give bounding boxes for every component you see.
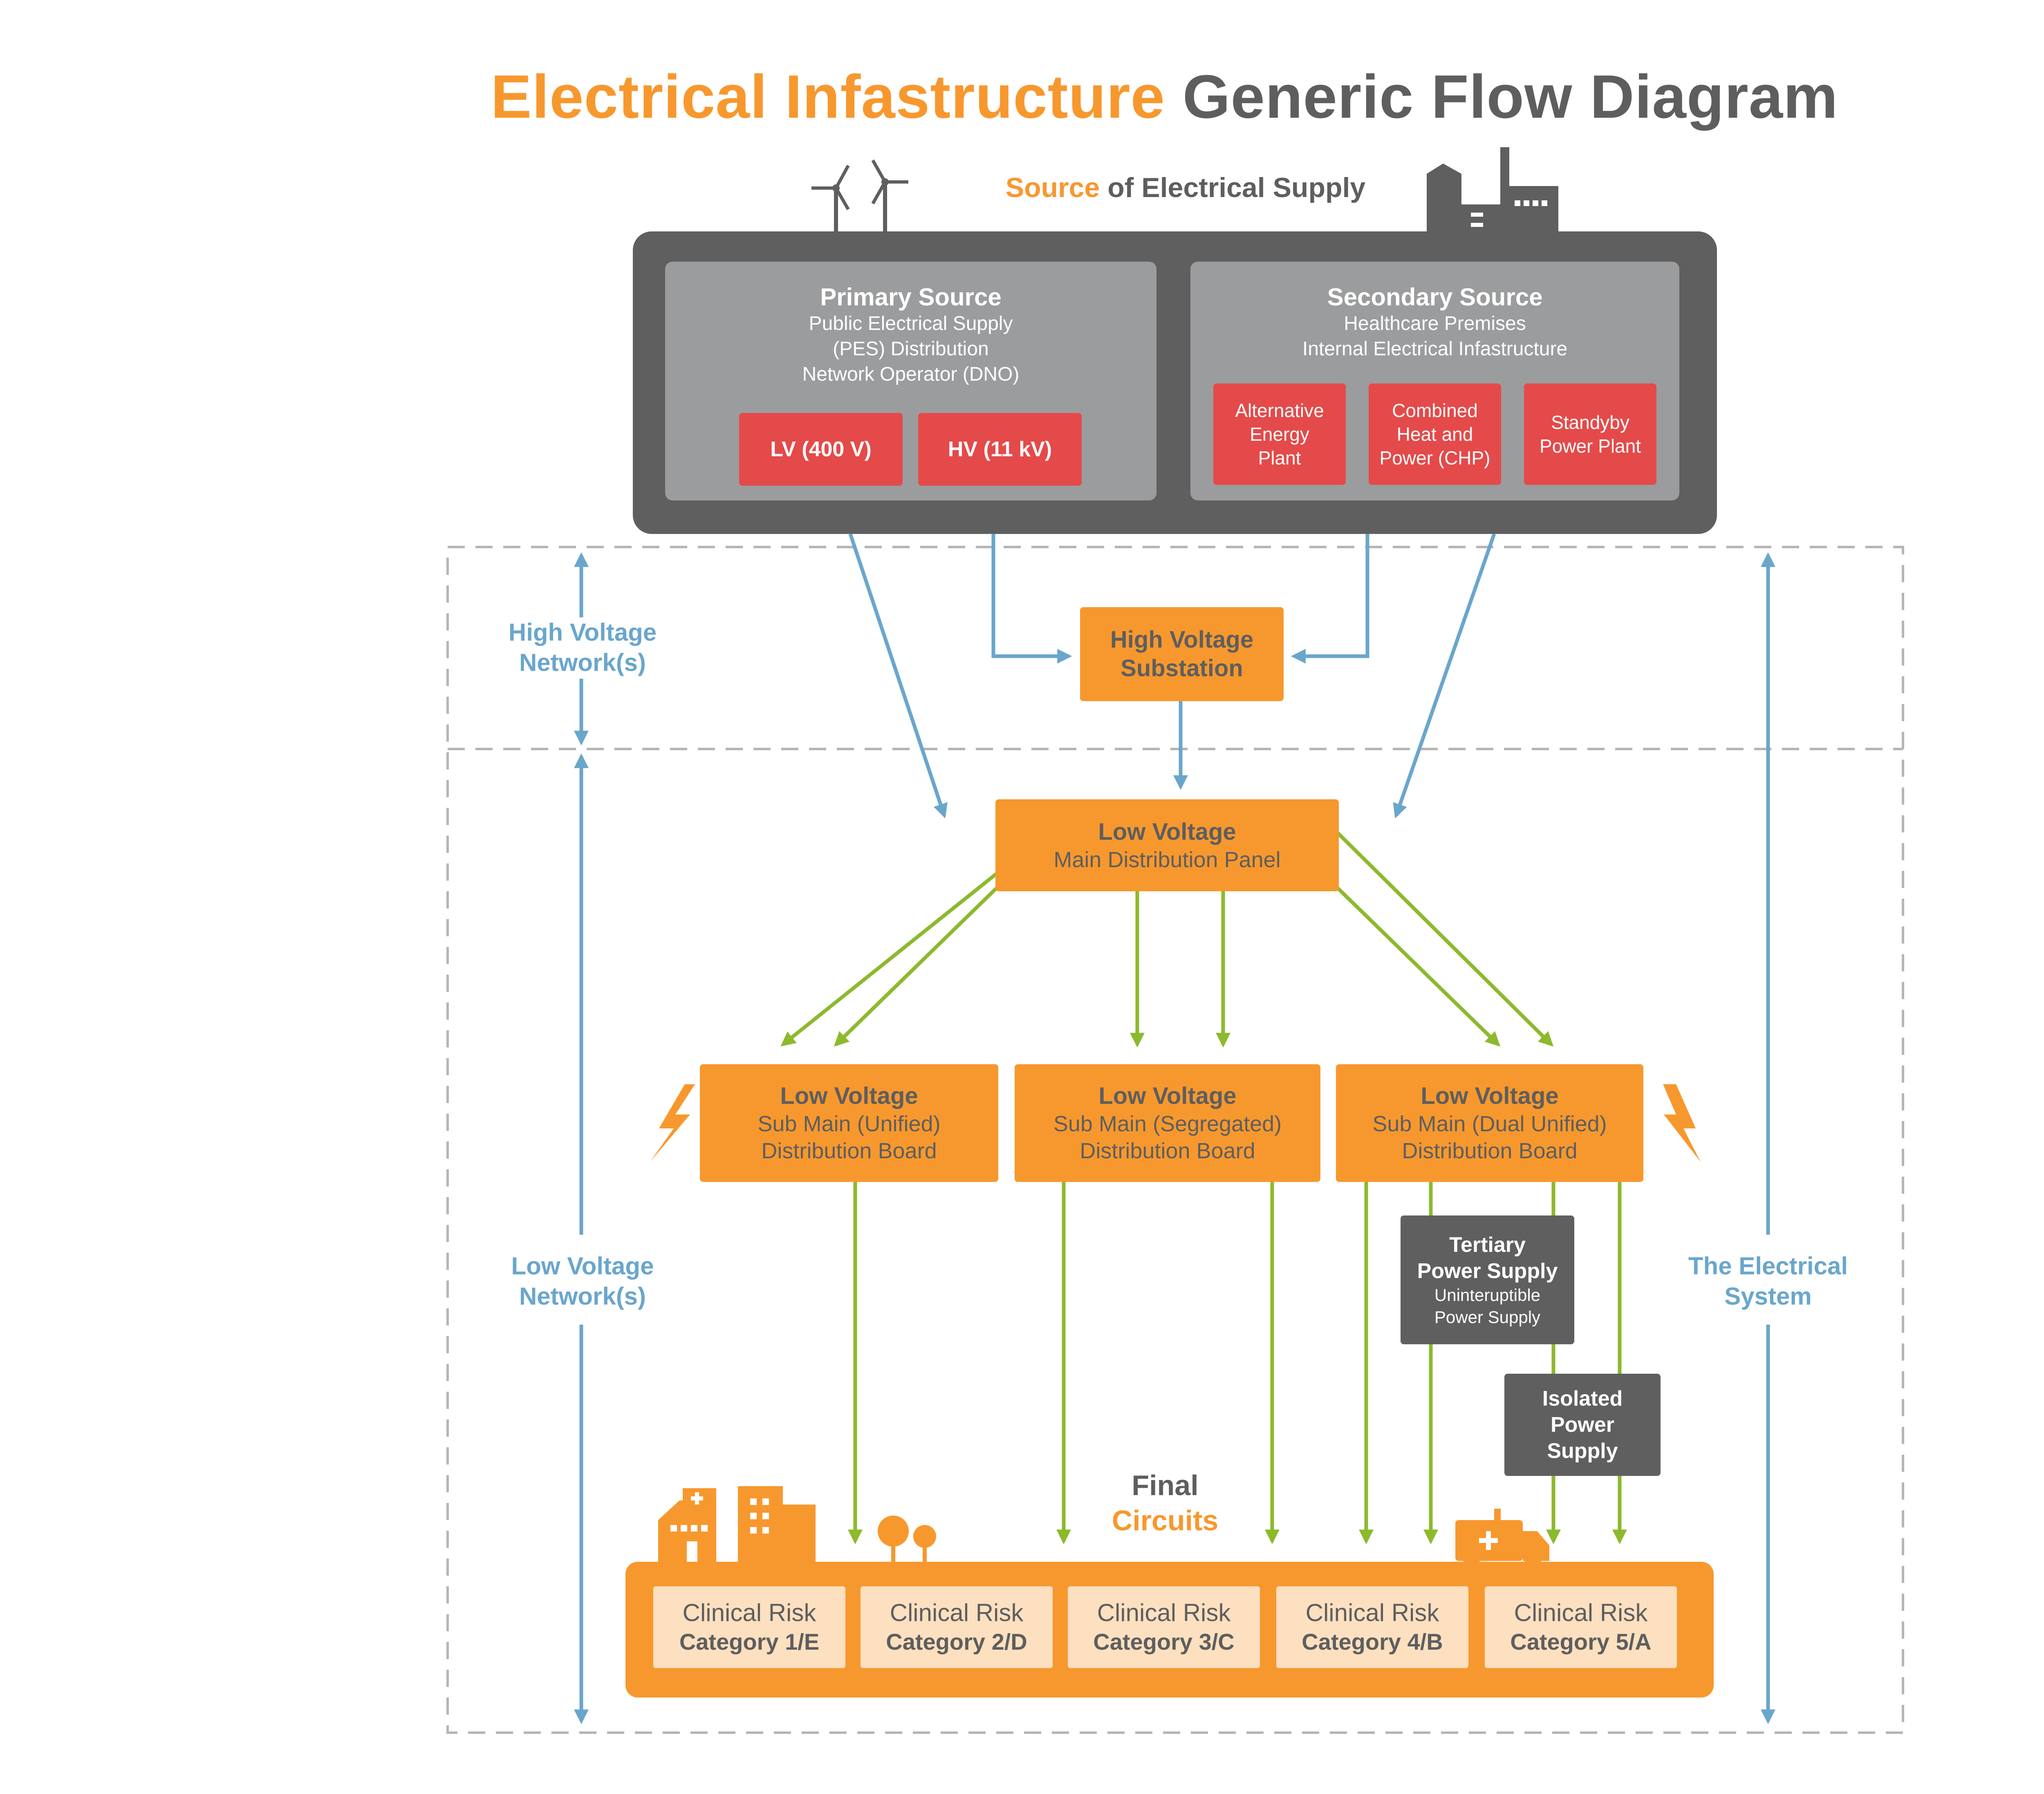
category-label: Clinical Risk: [1514, 1599, 1648, 1626]
isolated-line: Supply: [1547, 1439, 1618, 1463]
tertiary-line: Uninteruptible: [1434, 1285, 1541, 1305]
arrow-main-to-sub3-a: [1335, 886, 1501, 1047]
tertiary-heading: Power Supply: [1417, 1259, 1558, 1283]
lv-main-subtitle: Main Distribution Panel: [1053, 847, 1281, 872]
sub-main-line: Sub Main (Dual Unified): [1372, 1112, 1607, 1136]
hospital-icon: [658, 1486, 816, 1563]
source-heading-rest: of Electrical Supply: [1107, 172, 1366, 203]
clinical-risk-category-4: Clinical Risk Category 4/B: [1276, 1586, 1468, 1668]
lightning-icon: [650, 1084, 695, 1162]
lv-main-heading: Low Voltage: [1098, 818, 1236, 845]
standby-line: Standyby: [1551, 412, 1629, 433]
high-voltage-region: [446, 546, 1904, 1734]
arrow-lv-to-main: [848, 533, 948, 819]
category-value: Category 5/A: [1510, 1629, 1652, 1655]
hv-substation-line: High Voltage: [1110, 626, 1254, 653]
final-line: Final: [1132, 1469, 1199, 1501]
source-heading-accent: Source: [1005, 172, 1100, 203]
secondary-source-line: Healthcare Premises: [1344, 313, 1526, 334]
arrow-secondary-to-main: [1393, 533, 1496, 819]
arrow-hv-to-substation: [991, 534, 1072, 664]
sub-main-line: Sub Main (Segregated): [1053, 1112, 1282, 1136]
electrical-system-label: The Electrical System: [1676, 1251, 1860, 1312]
lv-network-label: Low Voltage Network(s): [495, 1251, 670, 1312]
tertiary-heading: Tertiary: [1449, 1233, 1526, 1257]
lv-network-label-line: Network(s): [519, 1283, 646, 1310]
chp-line: Heat and: [1396, 424, 1473, 445]
isolated-line: Isolated: [1542, 1387, 1623, 1411]
sub-main-unified-board: Low Voltage Sub Main (Unified) Distribut…: [700, 1064, 998, 1182]
alt-line: Energy: [1250, 424, 1309, 445]
arrow-main-to-sub3-b: [1335, 830, 1554, 1047]
sub-main-heading: Low Voltage: [1098, 1083, 1237, 1109]
secondary-source-line: Internal Electrical Infastructure: [1302, 338, 1568, 360]
final-circuits-label: Final Circuits: [1083, 1468, 1247, 1538]
isolated-line: Power: [1550, 1413, 1615, 1437]
category-value: Category 2/D: [886, 1629, 1027, 1655]
factory-icon: [1427, 147, 1558, 233]
primary-source-line: Network Operator (DNO): [802, 363, 1020, 385]
wind-turbine-icon: [811, 159, 908, 233]
tertiary-line: Power Supply: [1434, 1307, 1541, 1327]
sub-main-line: Distribution Board: [761, 1139, 937, 1163]
sub-main-segregated-board: Low Voltage Sub Main (Segregated) Distri…: [1015, 1064, 1320, 1182]
sub-main-dual-unified-board: Low Voltage Sub Main (Dual Unified) Dist…: [1336, 1064, 1643, 1182]
alternative-energy-plant-box: Alternative Energy Plant: [1213, 383, 1346, 485]
arrow-main-to-sub1-a: [780, 871, 999, 1047]
clinical-risk-category-5: Clinical Risk Category 5/A: [1485, 1586, 1677, 1668]
arrow-main-to-sub1-b: [834, 886, 999, 1047]
hv-network-label-line: High Voltage: [508, 619, 657, 646]
category-label: Clinical Risk: [890, 1599, 1024, 1626]
sub-main-heading: Low Voltage: [1421, 1083, 1559, 1109]
clinical-risk-category-3: Clinical Risk Category 3/C: [1068, 1586, 1260, 1668]
isolated-power-supply-box: Isolated Power Supply: [1504, 1374, 1661, 1476]
clinical-risk-category-1: Clinical Risk Category 1/E: [653, 1586, 845, 1668]
alt-line: Alternative: [1235, 400, 1324, 421]
alt-line: Plant: [1258, 447, 1301, 469]
source-heading: Source of Electrical Supply: [879, 172, 1492, 204]
tree-icon: [878, 1516, 936, 1563]
category-label: Clinical Risk: [682, 1599, 816, 1626]
tertiary-power-supply-box: Tertiary Power Supply Uninteruptible Pow…: [1401, 1215, 1574, 1344]
sub-main-line: Sub Main (Unified): [758, 1112, 941, 1136]
electrical-system-label-line: System: [1724, 1283, 1812, 1310]
category-value: Category 3/C: [1093, 1629, 1235, 1655]
category-label: Clinical Risk: [1305, 1599, 1439, 1626]
category-label: Clinical Risk: [1097, 1599, 1231, 1626]
hv-network-label-line: Network(s): [519, 649, 646, 676]
standby-power-plant-box: Standyby Power Plant: [1524, 383, 1656, 485]
sub-main-line: Distribution Board: [1402, 1139, 1578, 1163]
title-part-2: Generic Flow Diagram: [1182, 62, 1838, 131]
secondary-source-heading: Secondary Source: [1327, 283, 1543, 311]
hv-supply-box: HV (11 kV): [918, 413, 1082, 486]
primary-source-heading: Primary Source: [820, 283, 1002, 311]
lightning-icon: [1663, 1084, 1701, 1162]
hv-network-label: High Voltage Network(s): [495, 617, 670, 678]
lv-main-distribution-panel: Low Voltage Main Distribution Panel: [995, 799, 1339, 891]
arrow-secondary-to-substation: [1291, 534, 1369, 664]
hv-substation-box: High Voltage Substation: [1080, 607, 1284, 701]
electrical-system-label-line: The Electrical: [1688, 1252, 1848, 1280]
lv-supply-box: LV (400 V): [739, 413, 903, 486]
lv-network-label-line: Low Voltage: [511, 1252, 654, 1280]
sub-main-line: Distribution Board: [1080, 1139, 1255, 1163]
sub-main-heading: Low Voltage: [780, 1083, 918, 1109]
chp-line: Combined: [1392, 400, 1478, 421]
chp-line: Power (CHP): [1379, 447, 1490, 469]
category-value: Category 1/E: [679, 1629, 820, 1655]
circuits-line: Circuits: [1112, 1505, 1219, 1536]
title-part-1: Electrical Infastructure: [491, 62, 1165, 131]
page-title: Electrical Infastructure Generic Flow Di…: [0, 61, 2044, 132]
standby-line: Power Plant: [1539, 435, 1641, 457]
primary-source-line: (PES) Distribution: [833, 338, 989, 360]
category-value: Category 4/B: [1302, 1629, 1443, 1655]
clinical-risk-category-2: Clinical Risk Category 2/D: [861, 1586, 1053, 1668]
chp-plant-box: Combined Heat and Power (CHP): [1369, 383, 1501, 485]
primary-source-line: Public Electrical Supply: [809, 313, 1013, 334]
hv-substation-line: Substation: [1121, 655, 1243, 682]
